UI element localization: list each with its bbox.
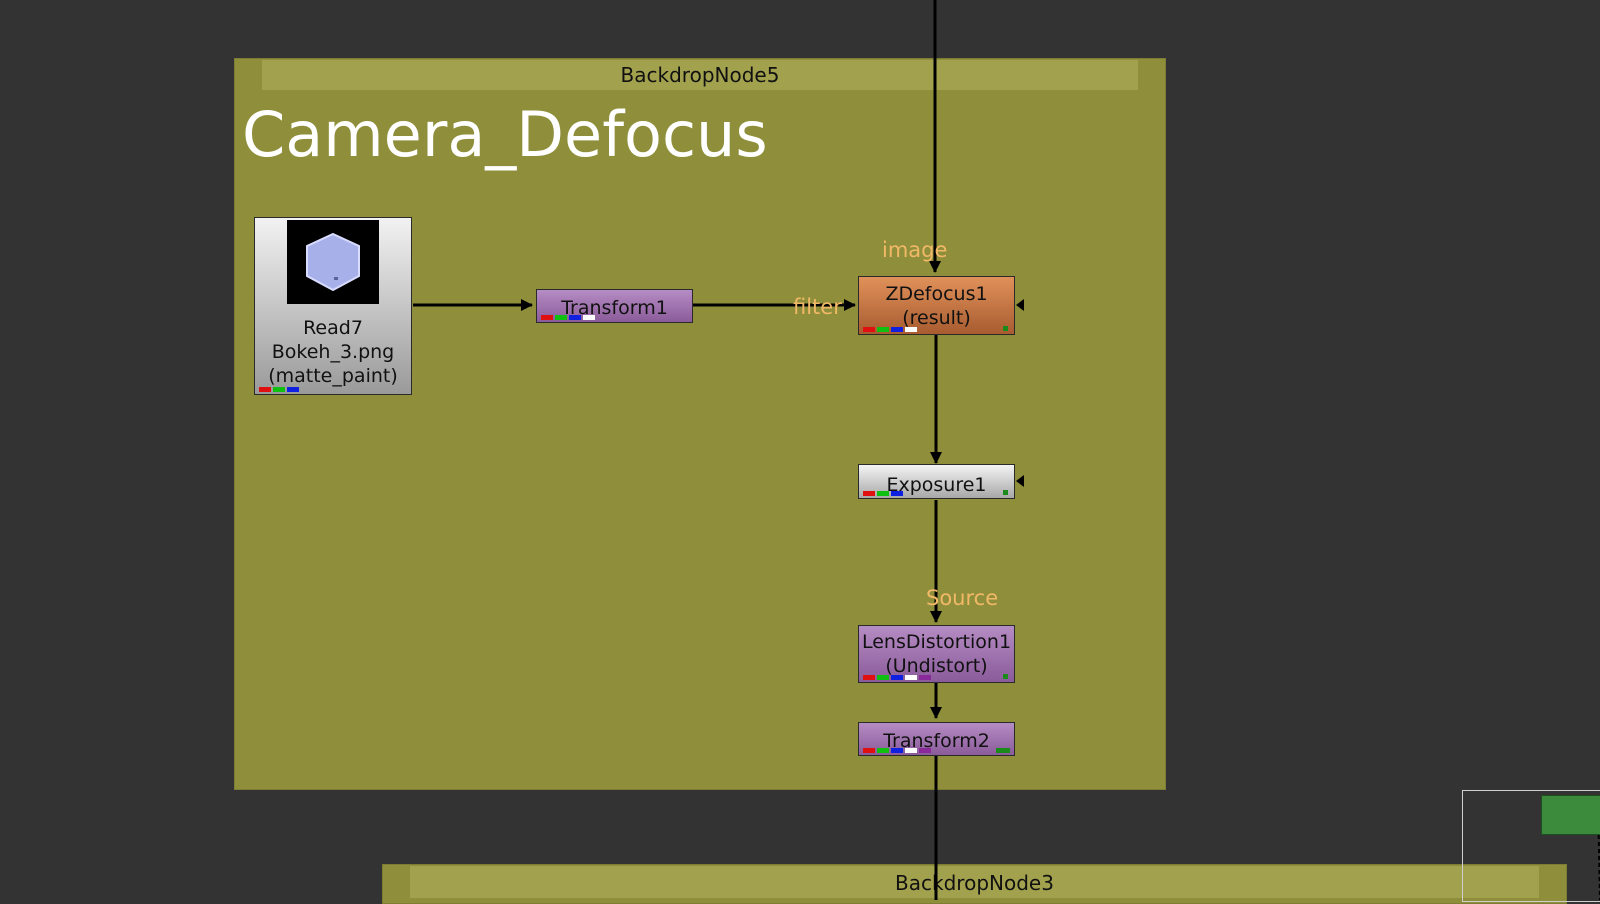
node-label: Read7 bbox=[303, 317, 363, 339]
node-transform2[interactable]: Transform2 bbox=[858, 722, 1015, 756]
port-label-filter: filter bbox=[793, 295, 842, 319]
backdrop-node-5[interactable]: BackdropNode5 Camera_Defocus bbox=[234, 58, 1166, 790]
node-sublabel: (Undistort) bbox=[885, 655, 988, 677]
node-sublabel: (result) bbox=[902, 307, 971, 329]
hexagon-bokeh-icon bbox=[306, 232, 360, 292]
mask-input-arrow[interactable] bbox=[1016, 475, 1024, 487]
node-sublabel: (matte_paint) bbox=[268, 365, 398, 387]
node-transform1[interactable]: Transform1 bbox=[536, 289, 693, 323]
node-exposure1[interactable]: Exposure1 bbox=[858, 464, 1015, 499]
backdrop-title[interactable]: BackdropNode5 bbox=[262, 60, 1138, 90]
backdrop-label: Camera_Defocus bbox=[242, 98, 768, 171]
node-read7[interactable]: Read7 Bokeh_3.png (matte_paint) bbox=[254, 217, 412, 395]
minimap-viewport[interactable] bbox=[1541, 795, 1600, 835]
channel-indicators bbox=[863, 675, 931, 680]
port-label-image: image bbox=[882, 238, 948, 262]
node-indicator-dot bbox=[1003, 490, 1008, 495]
navigator-minimap[interactable] bbox=[1462, 790, 1600, 902]
node-label: Exposure1 bbox=[886, 474, 987, 496]
channel-indicators bbox=[863, 491, 903, 496]
node-lensdistortion1[interactable]: LensDistortion1 (Undistort) bbox=[858, 625, 1015, 683]
node-file: Bokeh_3.png bbox=[271, 341, 395, 363]
port-label-source: Source bbox=[926, 586, 999, 610]
node-indicator-dot bbox=[1003, 326, 1008, 331]
channel-indicators bbox=[863, 748, 931, 753]
read7-thumbnail bbox=[287, 220, 379, 304]
backdrop-node-3[interactable]: BackdropNode3 bbox=[382, 864, 1567, 904]
mask-input-arrow[interactable] bbox=[1016, 299, 1024, 311]
node-label: Transform2 bbox=[883, 730, 990, 752]
node-indicator-bar bbox=[996, 748, 1010, 753]
node-zdefocus1[interactable]: ZDefocus1 (result) bbox=[858, 276, 1015, 335]
channel-indicators bbox=[541, 315, 595, 320]
node-indicator-dot bbox=[1003, 674, 1008, 679]
node-label: ZDefocus1 bbox=[885, 283, 988, 305]
backdrop-title[interactable]: BackdropNode3 bbox=[410, 866, 1539, 898]
channel-indicators bbox=[863, 327, 917, 332]
channel-indicators bbox=[259, 387, 299, 392]
node-label: LensDistortion1 bbox=[861, 631, 1012, 653]
node-label: Transform1 bbox=[561, 297, 668, 319]
